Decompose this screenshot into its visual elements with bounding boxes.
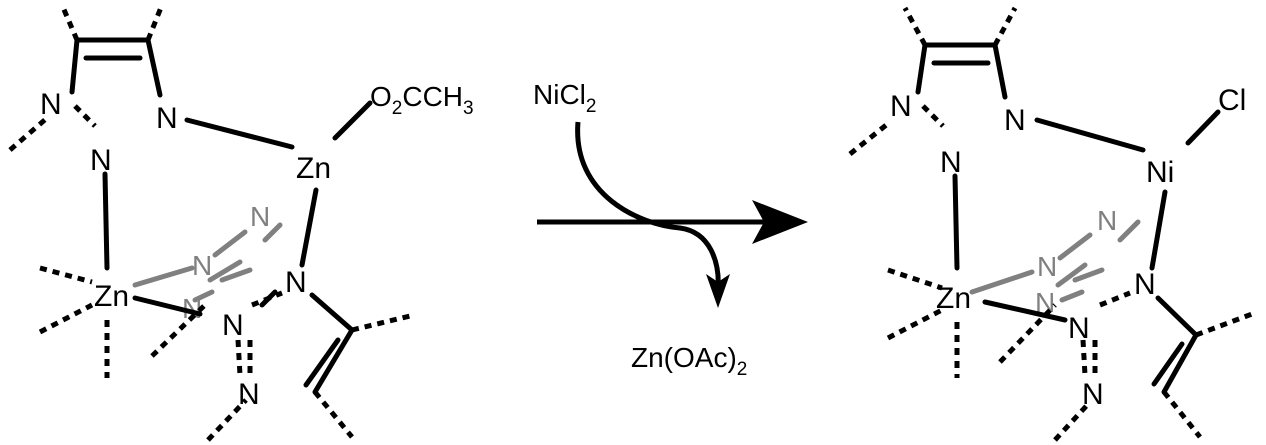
- left-n2: N: [156, 102, 178, 135]
- right-atom-labels: N N N N N N Ni Zn Cl: [890, 84, 1246, 411]
- reagent-sub: 2: [586, 96, 597, 117]
- byproduct-label: Zn(OAc)2: [631, 342, 747, 380]
- left-back-n-labels: N N N: [182, 201, 270, 324]
- reagent-label: NiCl2: [533, 79, 596, 117]
- left-dashed-bonds: [8, 4, 411, 442]
- right-n6: N: [1082, 378, 1104, 411]
- right-back-n-labels: N N N: [1035, 205, 1117, 318]
- acetate-o: O: [370, 81, 392, 112]
- left-bonds: [69, 37, 373, 395]
- right-zn-bottom: Zn: [936, 282, 971, 315]
- left-back-n2: N: [250, 201, 270, 232]
- right-back-ring: [969, 219, 1141, 303]
- right-ni: Ni: [1146, 156, 1174, 189]
- left-n6: N: [238, 378, 260, 411]
- reagent-curved-arrow: [575, 121, 721, 291]
- right-n1: N: [890, 90, 912, 123]
- acetate-cch: CCH: [402, 81, 463, 112]
- right-n4: N: [1134, 268, 1156, 301]
- left-back-n3: N: [182, 293, 202, 324]
- byproduct-sub: 2: [737, 359, 748, 380]
- left-zn-bottom: Zn: [94, 280, 129, 313]
- acetate-sub-2: 2: [392, 98, 403, 119]
- right-bonds: [915, 42, 1221, 395]
- right-back-n2: N: [1097, 205, 1117, 236]
- left-complex: N N N: [8, 4, 474, 442]
- left-n5: N: [222, 309, 244, 342]
- acetate-sub-3: 3: [463, 98, 474, 119]
- byproduct-arrowhead: [706, 274, 730, 308]
- right-dashed-bonds: [848, 6, 1253, 442]
- left-back-n1: N: [192, 250, 212, 281]
- right-back-n1: N: [1037, 251, 1057, 282]
- right-cl: Cl: [1218, 84, 1246, 117]
- left-n3: N: [90, 144, 112, 177]
- reaction-arrow: [537, 121, 808, 308]
- right-back-n3: N: [1035, 287, 1055, 318]
- right-complex: N N N: [848, 6, 1253, 442]
- left-n1: N: [40, 88, 62, 121]
- byproduct-main: Zn(OAc): [631, 342, 737, 373]
- left-atom-labels: N N N N N N Zn Zn: [40, 88, 331, 411]
- left-back-ring: [132, 222, 283, 303]
- acetate-ligand: O2CCH3: [370, 81, 474, 119]
- left-zn-top: Zn: [296, 152, 331, 185]
- left-n4: N: [285, 266, 307, 299]
- right-n2: N: [1004, 104, 1026, 137]
- reagent-main: NiCl: [533, 79, 586, 110]
- right-n3: N: [940, 146, 962, 179]
- right-n5: N: [1068, 312, 1090, 345]
- main-arrowhead: [752, 200, 808, 244]
